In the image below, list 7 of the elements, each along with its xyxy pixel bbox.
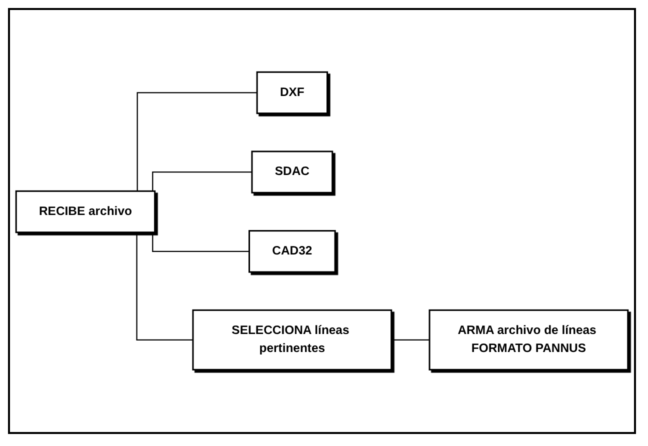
node-box: ARMA archivo de líneas FORMATO PANNUS bbox=[428, 310, 629, 371]
node-box: SELECCIONA líneas pertinentes bbox=[192, 310, 392, 371]
node-box: DXF bbox=[256, 71, 328, 114]
connector bbox=[391, 339, 430, 341]
node-box: SDAC bbox=[251, 150, 334, 194]
node-box: CAD32 bbox=[248, 230, 336, 273]
node-box: RECIBE archivo bbox=[15, 190, 156, 234]
